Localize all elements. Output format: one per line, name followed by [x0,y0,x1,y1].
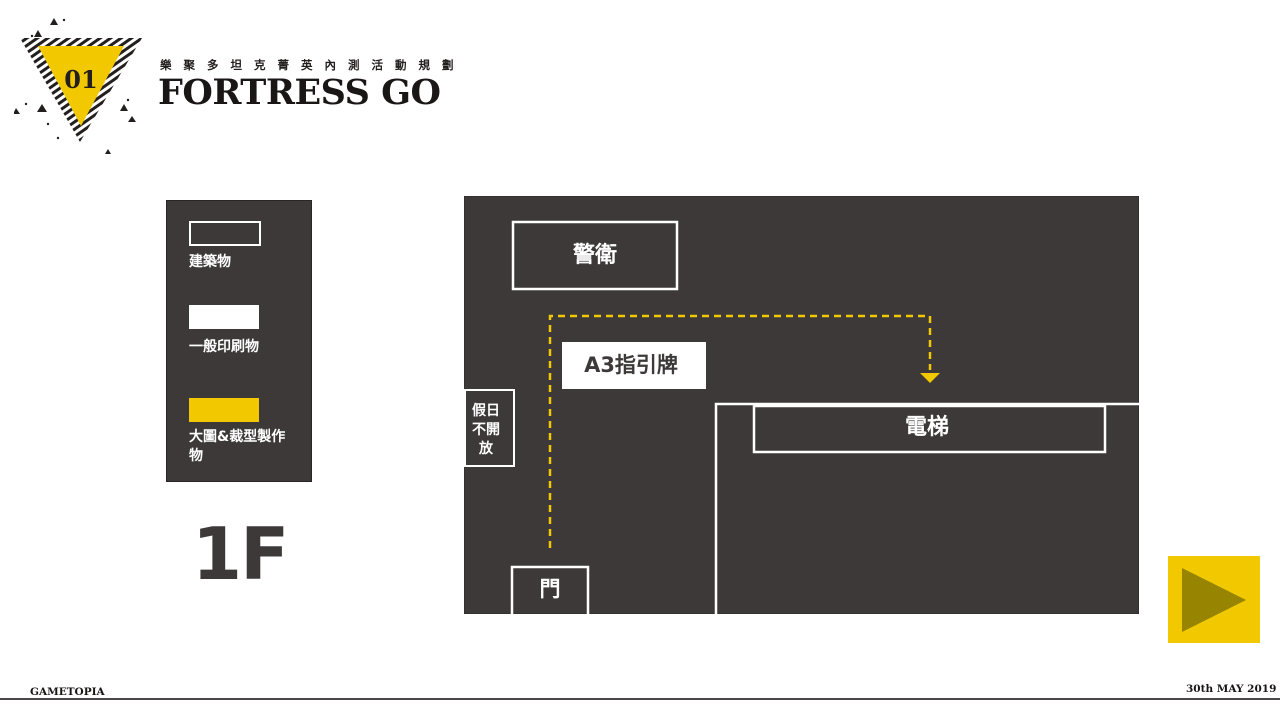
holiday-closed-box [464,389,515,467]
header-subtitle: 樂 聚 多 坦 克 菁 英 內 測 活 動 規 劃 [160,58,458,72]
guard-label: 警衛 [572,242,617,268]
page-title: FORTRESS GO [158,72,441,113]
footer-divider [0,698,1280,700]
badge-number: 01 [64,65,97,94]
holiday-label-line1: 假日 [472,402,500,419]
floor-label: 1F [192,512,289,596]
door-label: 門 [540,577,561,601]
floor-plan: 警衛 A3指引牌 假日 不開 放 電梯 門 [464,196,1139,614]
footer-brand: GAMETOPIA [30,686,105,698]
legend-label-building: 建築物 [189,254,231,270]
legend-label-large: 大圖&裁型製作物 [189,429,286,464]
door-box [510,565,590,614]
legend-label-print: 一般印刷物 [189,339,259,355]
holiday-label-line3: 放 [478,440,494,457]
elevator-box [752,404,1107,454]
holiday-label-line2: 不開 [472,422,500,438]
guide-route [548,314,932,548]
logo-badge: 01 [14,18,142,154]
legend-panel: 建築物 一般印刷物 大圖&裁型製作物 [166,200,312,482]
building-outline [714,402,1139,614]
a3-sign-label: A3指引牌 [584,353,678,377]
legend-swatch-building [189,221,261,246]
next-slide-button[interactable] [1168,556,1260,643]
guard-room [511,220,679,291]
legend-swatch-large [189,398,259,422]
legend-swatch-print [189,305,259,329]
play-arrow-icon [1182,568,1246,632]
a3-sign [562,342,706,389]
elevator-label: 電梯 [905,414,949,440]
route-arrow-icon [920,373,940,383]
footer-date: 30th MAY 2019 [1186,683,1277,695]
